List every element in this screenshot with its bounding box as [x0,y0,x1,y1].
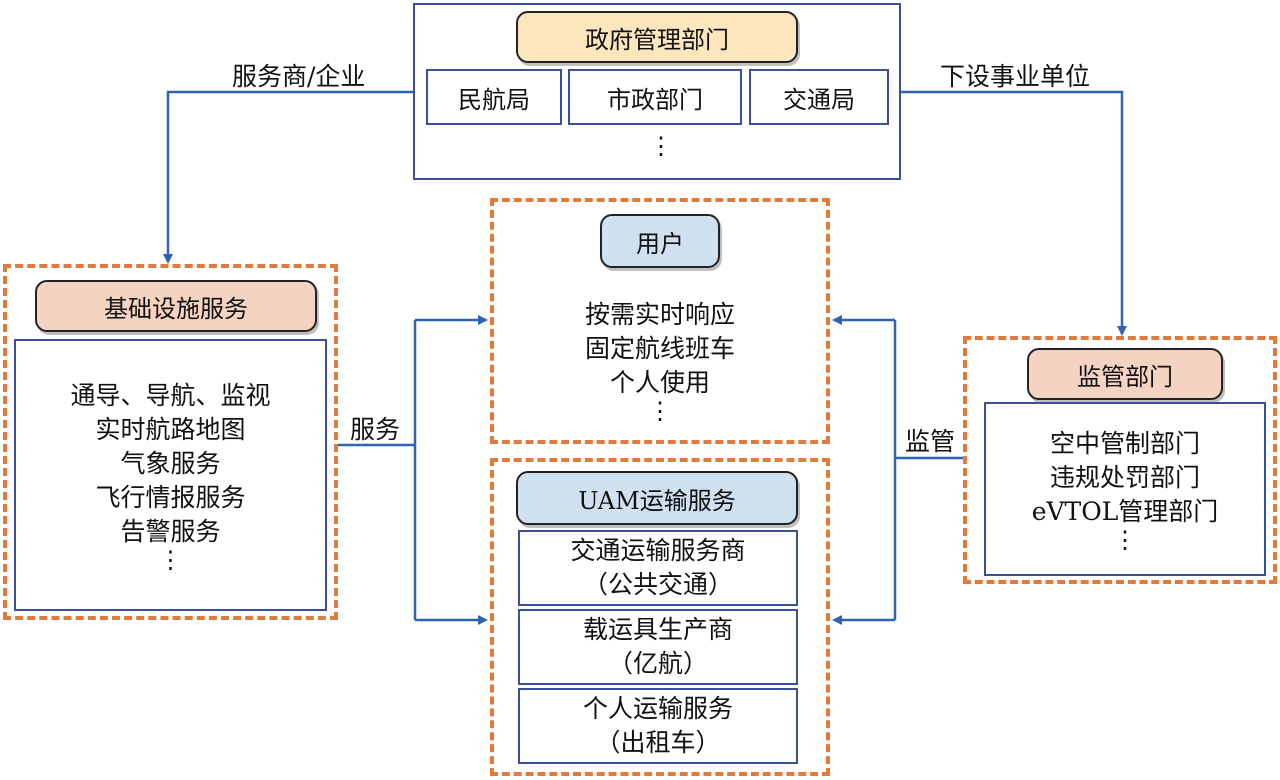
uam-provider-name: 个人运输服务 [582,694,733,723]
edge-gov-to-regulator [900,90,1127,336]
user-item: 按需实时响应 [584,300,735,329]
user-title: 用户 [600,214,720,268]
edge-label-infra-to-center: 服务 [350,415,401,444]
regulator-list: 空中管制部门 违规处罚部门 eVTOL管理部门 ⋮ [984,402,1266,576]
user-item: 固定航线班车 [584,334,735,363]
edge-label-regulator-to-center: 监管 [905,427,956,456]
uam-provider-personal: 个人运输服务 （出租车） [518,688,798,764]
government-unit-municipal: 市政部门 [568,69,742,125]
infrastructure-item: 飞行情报服务 [95,483,246,512]
uam-provider-public-transport: 交通运输服务商 （公共交通） [518,530,798,606]
uam-provider-example: （亿航） [607,649,708,678]
user-list: 按需实时响应 固定航线班车 个人使用 ⋮ [494,298,826,425]
government-more-icon: ⋮ [649,132,673,160]
uam-provider-name: 交通运输服务商 [570,536,746,565]
infrastructure-item: 通导、导航、监视 [70,381,271,410]
government-unit-transport: 交通局 [749,69,889,125]
infrastructure-list: 通导、导航、监视 实时航路地图 气象服务 飞行情报服务 告警服务 ⋮ [14,339,327,611]
uam-provider-vehicle-maker: 载运具生产商 （亿航） [518,609,798,685]
uam-title: UAM运输服务 [516,471,798,525]
regulator-title: 监管部门 [1027,348,1223,400]
regulator-item: 违规处罚部门 [1049,463,1200,492]
government-title: 政府管理部门 [516,11,798,63]
infrastructure-item: 实时航路地图 [95,415,246,444]
uam-provider-name: 载运具生产商 [582,615,733,644]
government-unit-caac: 民航局 [426,69,562,125]
uam-provider-example: （公共交通） [582,570,733,599]
edge-gov-to-infra [163,90,414,264]
regulator-more-icon: ⋮ [1113,526,1137,554]
infrastructure-more-icon: ⋮ [158,546,183,574]
infrastructure-item: 气象服务 [120,449,221,478]
user-more-icon: ⋮ [648,397,672,425]
user-group: 用户 按需实时响应 固定航线班车 个人使用 ⋮ [490,198,830,444]
edge-label-gov-to-infra: 服务商/企业 [232,62,366,91]
infrastructure-group: 基础设施服务 通导、导航、监视 实时航路地图 气象服务 飞行情报服务 告警服务 … [3,264,338,620]
edge-label-gov-to-regulator: 下设事业单位 [940,62,1091,91]
regulator-group: 监管部门 空中管制部门 违规处罚部门 eVTOL管理部门 ⋮ [963,336,1277,584]
regulator-item: eVTOL管理部门 [1031,497,1219,526]
infrastructure-title: 基础设施服务 [35,280,317,332]
user-item: 个人使用 [609,368,710,397]
uam-group: UAM运输服务 交通运输服务商 （公共交通） 载运具生产商 （亿航） 个人运输服… [490,458,830,776]
government-box: 政府管理部门 民航局 市政部门 交通局 ⋮ [413,3,901,180]
uam-provider-example: （出租车） [595,728,721,757]
infrastructure-item: 告警服务 [120,517,221,546]
regulator-item: 空中管制部门 [1049,429,1200,458]
